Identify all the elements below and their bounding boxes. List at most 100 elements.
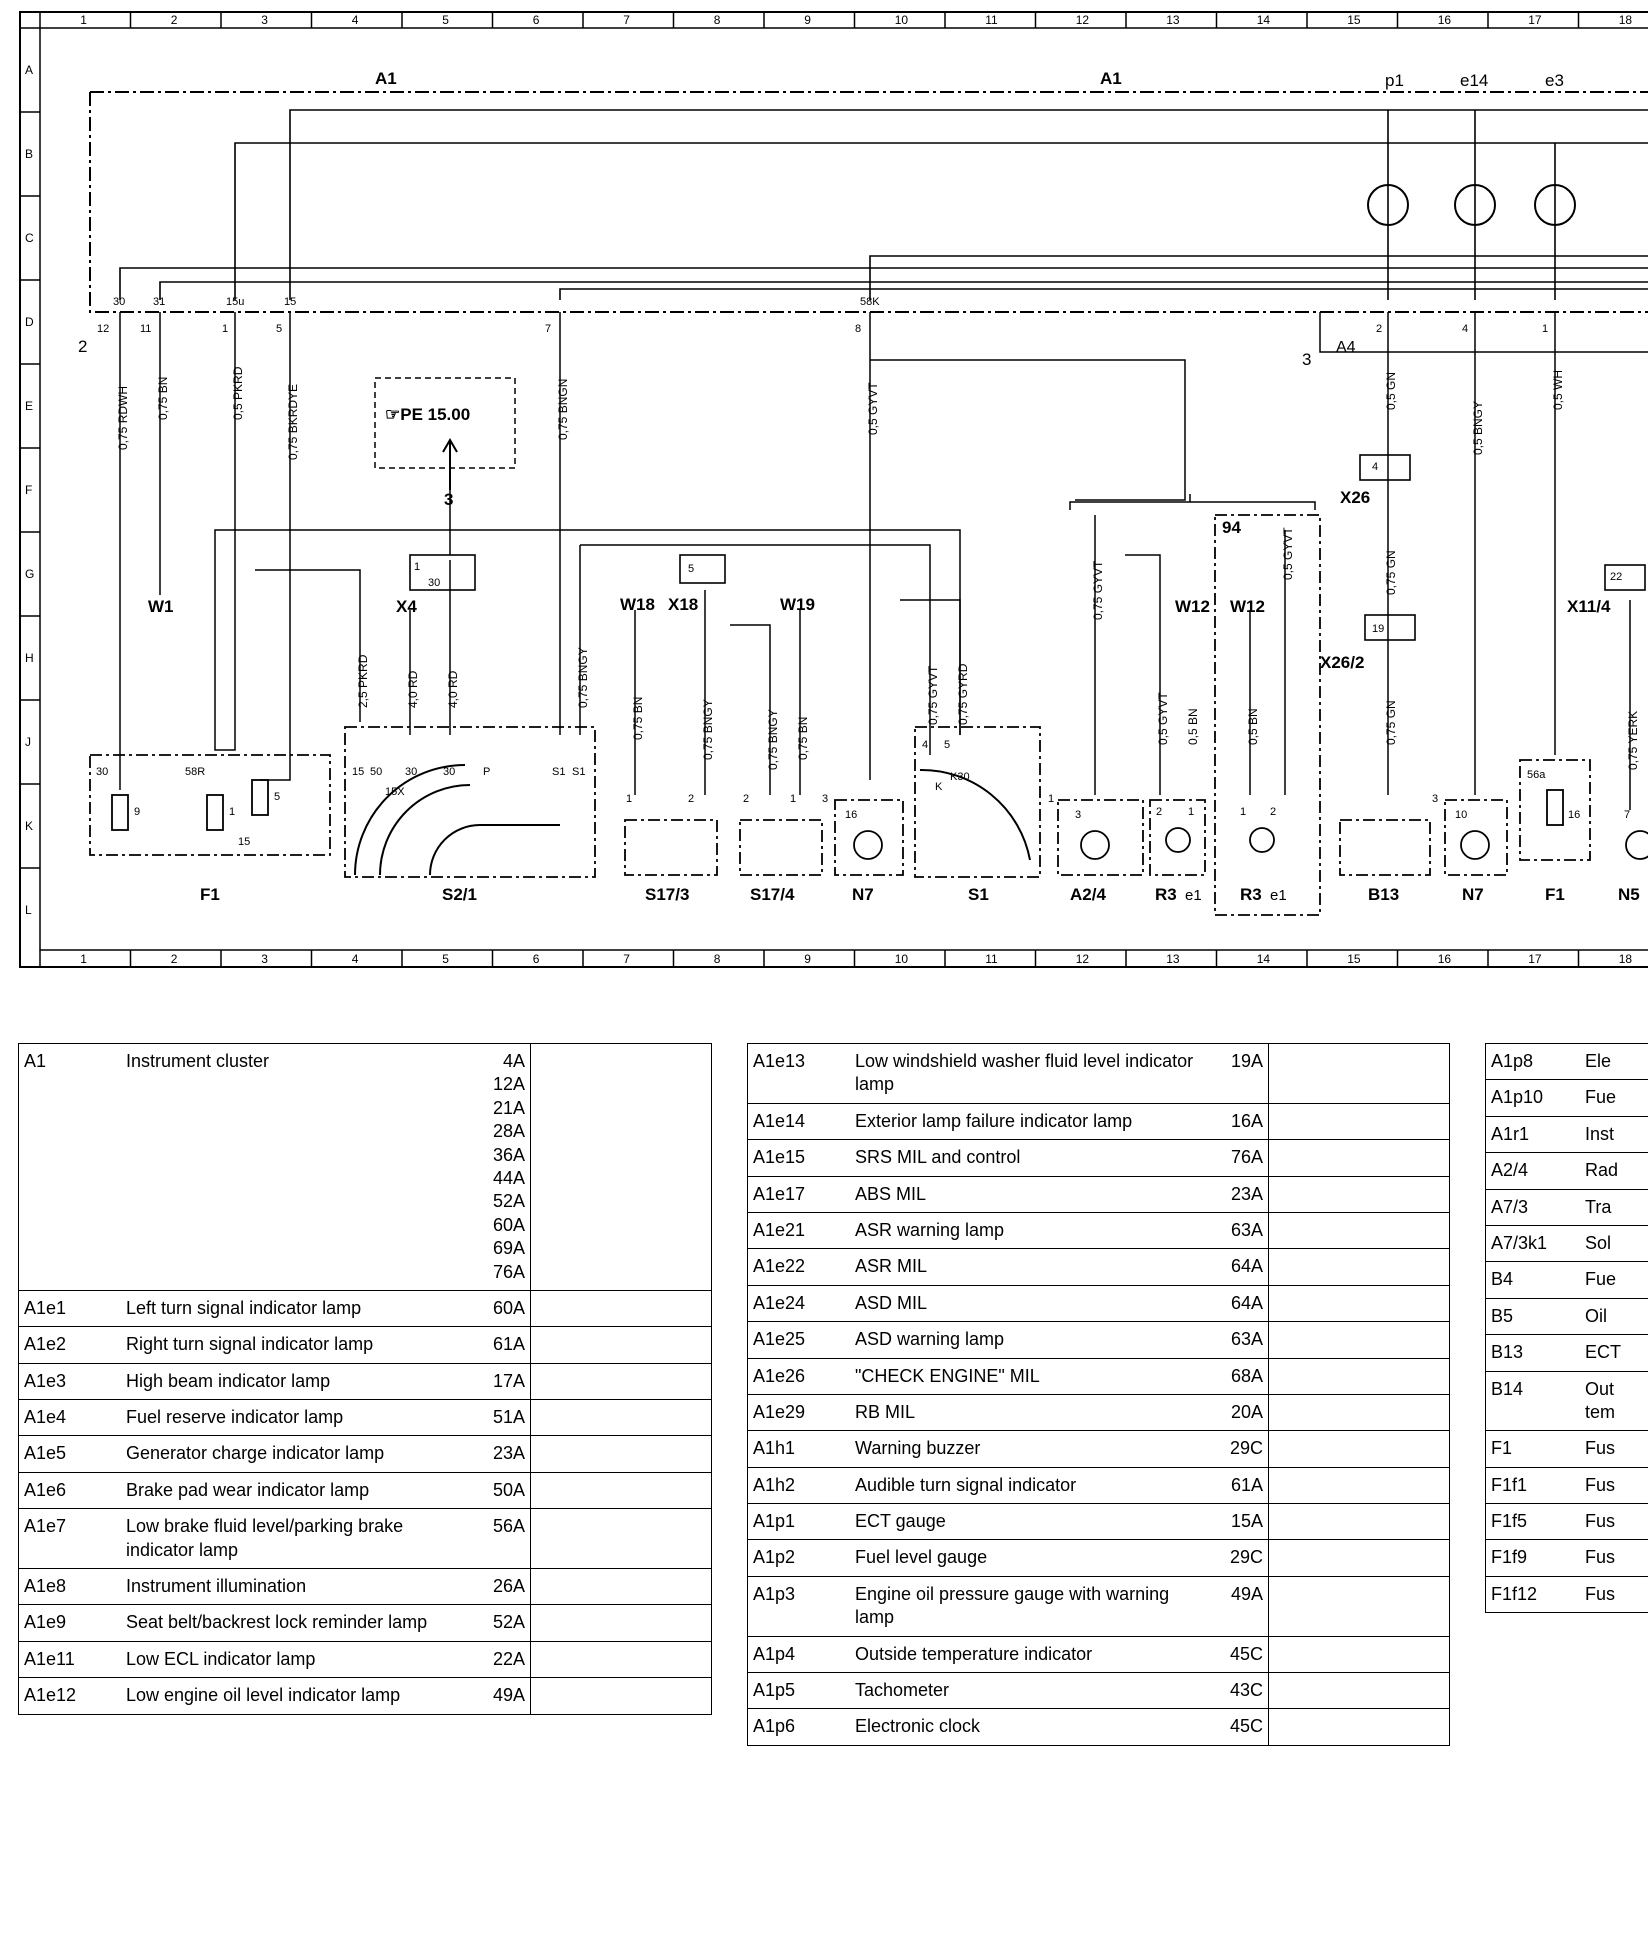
svg-text:7: 7 [1624, 809, 1630, 821]
grid-column-label: 2 [171, 13, 178, 27]
s17-3-box [625, 820, 717, 875]
svg-text:31: 31 [153, 296, 165, 308]
label-n5: N5 [1618, 885, 1640, 904]
svg-text:1: 1 [414, 561, 420, 573]
svg-text:15u: 15u [226, 296, 244, 308]
grid-row-label: F [25, 483, 32, 497]
cell-desc: Fue [1580, 1080, 1648, 1116]
cell-ref: 51A [476, 1400, 531, 1436]
cell-ref: 26A [476, 1569, 531, 1605]
x26-connector [1360, 455, 1410, 480]
cell-desc: Brake pad wear indicator lamp [121, 1472, 476, 1508]
cell-ref: 49A [1214, 1576, 1269, 1636]
svg-text:5: 5 [276, 323, 282, 335]
svg-text:22: 22 [1610, 571, 1622, 583]
grid-row-label: H [25, 651, 34, 665]
grid-column-label: 18 [1619, 13, 1633, 27]
svg-text:30: 30 [405, 766, 417, 778]
cell-ref: 60A [476, 1290, 531, 1326]
pin-labels: 30 31 15u 15 58K 12 11 1 5 7 8 2 4 1 30 … [96, 296, 1630, 848]
grid-column-label: 1 [80, 13, 87, 27]
cell-blank [1269, 1249, 1450, 1285]
svg-text:7: 7 [545, 323, 551, 335]
svg-text:K: K [935, 781, 943, 793]
label-pe-ref: ☞PE 15.00 [385, 405, 470, 424]
cell-code: A1e22 [748, 1249, 851, 1285]
cell-code: A1e6 [19, 1472, 122, 1508]
cell-desc: Electronic clock [850, 1709, 1214, 1745]
component-boxes [90, 515, 1590, 915]
grid-row-label: E [25, 399, 33, 413]
label-x4: X4 [396, 597, 417, 616]
svg-text:2,5 PKRD: 2,5 PKRD [356, 654, 370, 708]
cell-blank [1269, 1103, 1450, 1139]
cell-desc: ECT [1580, 1335, 1648, 1371]
label-n7-right: N7 [1462, 885, 1484, 904]
cell-ref: 52A [476, 1605, 531, 1641]
bus-lines [120, 110, 1648, 300]
cell-ref: 22A [476, 1641, 531, 1677]
svg-text:3: 3 [822, 793, 828, 805]
label-p1: p1 [1385, 71, 1404, 90]
cell-desc: Right turn signal indicator lamp [121, 1327, 476, 1363]
label-w12a: W12 [1175, 597, 1210, 616]
cell-blank [531, 1436, 712, 1472]
cell-desc: Tra [1580, 1189, 1648, 1225]
svg-text:0,75 GYVT: 0,75 GYVT [926, 665, 940, 725]
cell-ref: 23A [476, 1436, 531, 1472]
label-w1: W1 [148, 597, 174, 616]
cell-desc: "CHECK ENGINE" MIL [850, 1358, 1214, 1394]
svg-text:16: 16 [845, 809, 857, 821]
cell-blank [531, 1678, 712, 1714]
svg-text:S1: S1 [552, 766, 565, 778]
cell-code: A1p5 [748, 1673, 851, 1709]
cell-desc: RB MIL [850, 1394, 1214, 1430]
diagram-inner-frame [40, 28, 1648, 950]
cell-code: B14 [1486, 1371, 1581, 1431]
cell-code: A1p1 [748, 1504, 851, 1540]
svg-text:0,75 YERK: 0,75 YERK [1626, 711, 1640, 770]
svg-text:1: 1 [790, 793, 796, 805]
a1-boundary [90, 92, 1648, 312]
cell-desc: Fuel level gauge [850, 1540, 1214, 1576]
cell-code: B4 [1486, 1262, 1581, 1298]
s17-4-box [740, 820, 822, 875]
label-w12b: W12 [1230, 597, 1265, 616]
cell-code: A1e17 [748, 1176, 851, 1212]
cell-desc: Instrument cluster [121, 1044, 476, 1291]
cell-desc: Engine oil pressure gauge with warning l… [850, 1576, 1214, 1636]
svg-text:19: 19 [1372, 623, 1384, 635]
svg-text:0,5 WH: 0,5 WH [1551, 370, 1565, 410]
cell-blank [1269, 1709, 1450, 1745]
svg-text:5: 5 [944, 739, 950, 751]
svg-text:12: 12 [97, 323, 109, 335]
grid-column-label: 3 [261, 952, 268, 966]
cell-ref: 63A [1214, 1212, 1269, 1248]
cell-blank [531, 1290, 712, 1326]
a4-boundary [1320, 312, 1648, 352]
label-x11-4: X11/4 [1567, 597, 1611, 616]
svg-text:0,75 BNGN: 0,75 BNGN [556, 379, 570, 440]
label-f1-left: F1 [200, 885, 220, 904]
svg-text:0,5 GN: 0,5 GN [1384, 372, 1398, 410]
cell-blank [1269, 1576, 1450, 1636]
svg-text:0,75 GYRD: 0,75 GYRD [956, 663, 970, 725]
svg-text:15: 15 [352, 766, 364, 778]
label-n7-left: N7 [852, 885, 874, 904]
label-s1: S1 [968, 885, 989, 904]
cell-code: A1 [19, 1044, 122, 1291]
label-f1-right: F1 [1545, 885, 1565, 904]
indicator-lamps [1368, 185, 1575, 225]
svg-text:0,75 BKRDYE: 0,75 BKRDYE [286, 384, 300, 460]
cell-desc: Fus [1580, 1576, 1648, 1612]
grid-row-label: D [25, 315, 34, 329]
